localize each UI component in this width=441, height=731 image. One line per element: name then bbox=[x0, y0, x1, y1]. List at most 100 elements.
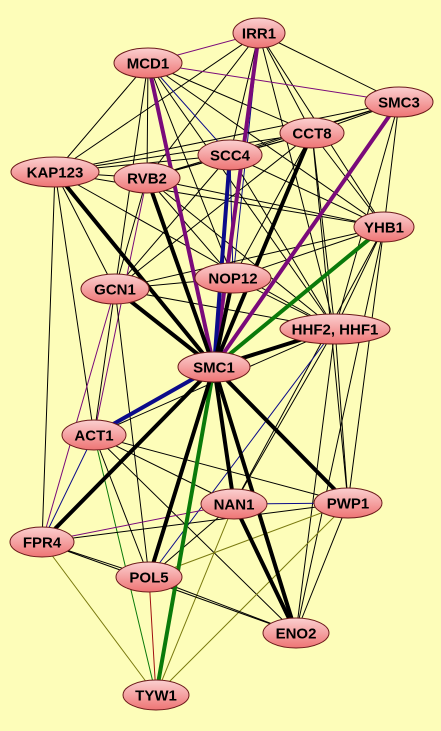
edge-mcd1-kap123 bbox=[54, 62, 149, 173]
edge-smc1-fpr4 bbox=[40, 365, 216, 544]
edge-scc4-nop12 bbox=[229, 154, 234, 279]
edge-act1-nan1 bbox=[93, 434, 235, 505]
node-cct8[interactable]: CCT8 bbox=[279, 117, 345, 149]
node-label: POL5 bbox=[129, 570, 168, 587]
edge-smc1-cct8 bbox=[212, 131, 314, 369]
edge-smc1-scc4 bbox=[212, 153, 232, 369]
edge-yhb1-hhf2 bbox=[334, 226, 385, 330]
node-rvb2[interactable]: RVB2 bbox=[113, 162, 181, 194]
edge-cct8-yhb1 bbox=[311, 132, 385, 228]
node-ellipse bbox=[113, 162, 181, 194]
node-label: RVB2 bbox=[127, 171, 167, 188]
node-scc4[interactable]: SCC4 bbox=[197, 139, 263, 171]
edge-nan1-fpr4 bbox=[41, 503, 235, 543]
node-pwp1[interactable]: PWP1 bbox=[313, 487, 383, 519]
node-act1[interactable]: ACT1 bbox=[61, 419, 127, 451]
node-ellipse bbox=[197, 139, 263, 171]
edge-hhf2-eno2 bbox=[295, 328, 336, 634]
edge-act1-pol5 bbox=[93, 434, 150, 578]
node-ellipse bbox=[313, 487, 383, 519]
edge-yhb1-nan1 bbox=[233, 226, 385, 505]
edge-rvb2-act1 bbox=[93, 177, 148, 436]
edge-hhf2-nan1 bbox=[233, 328, 336, 505]
edge-smc1-pol5 bbox=[147, 365, 216, 579]
edge-smc1-tyw1 bbox=[154, 365, 216, 697]
edge-smc1-irr1 bbox=[212, 31, 261, 369]
node-label: ENO2 bbox=[276, 626, 317, 643]
node-hhf2[interactable]: HHF2, HHF1 bbox=[279, 313, 391, 345]
node-irr1[interactable]: IRR1 bbox=[232, 17, 286, 49]
node-ellipse bbox=[122, 679, 190, 711]
edge-smc1-mcd1 bbox=[146, 61, 216, 369]
node-smc1[interactable]: SMC1 bbox=[177, 351, 251, 383]
node-fpr4[interactable]: FPR4 bbox=[9, 526, 75, 558]
edge-act1-fpr4 bbox=[41, 434, 95, 543]
edge-pol5-tyw1 bbox=[148, 576, 157, 696]
edge-kap123-hhf2 bbox=[54, 171, 336, 330]
edge-act1-eno2 bbox=[93, 434, 297, 634]
node-ellipse bbox=[279, 117, 345, 149]
edge-cct8-gcn1 bbox=[114, 132, 313, 290]
edge-irr1-rvb2 bbox=[146, 32, 260, 179]
edge-smc1-pwp1 bbox=[212, 365, 350, 505]
edge-smc1-nan1 bbox=[212, 365, 236, 506]
edge-scc4-hhf2 bbox=[229, 154, 336, 330]
edge-cct8-kap123 bbox=[54, 132, 313, 173]
edge-smc1-yhb1 bbox=[212, 225, 386, 369]
node-ellipse bbox=[262, 617, 330, 649]
edge-smc3-rvb2 bbox=[146, 101, 400, 179]
edge-smc3-yhb1 bbox=[383, 101, 400, 228]
node-label: NOP12 bbox=[208, 271, 257, 288]
node-ellipse bbox=[353, 211, 415, 243]
node-ellipse bbox=[113, 47, 183, 79]
node-gcn1[interactable]: GCN1 bbox=[80, 273, 150, 305]
edge-rvb2-nop12 bbox=[146, 177, 234, 279]
edge-cct8-hhf2 bbox=[311, 132, 336, 330]
edge-nan1-eno2 bbox=[232, 502, 298, 635]
edge-fpr4-tyw1 bbox=[41, 541, 157, 696]
edge-yhb1-eno2 bbox=[295, 226, 385, 634]
node-nan1[interactable]: NAN1 bbox=[200, 488, 268, 520]
node-kap123[interactable]: KAP123 bbox=[10, 156, 100, 188]
node-tyw1[interactable]: TYW1 bbox=[122, 679, 190, 711]
node-label: PWP1 bbox=[327, 496, 370, 513]
edge-pwp1-eno2 bbox=[295, 502, 349, 634]
edge-nan1-tyw1 bbox=[155, 503, 235, 696]
edge-mcd1-cct8 bbox=[147, 62, 313, 134]
node-label: CCT8 bbox=[292, 126, 331, 143]
edge-smc1-smc3 bbox=[212, 100, 401, 369]
edge-rvb2-yhb1 bbox=[146, 177, 385, 228]
node-ellipse bbox=[232, 17, 286, 49]
node-label: FPR4 bbox=[23, 535, 62, 552]
node-ellipse bbox=[9, 526, 75, 558]
edge-gcn1-act1 bbox=[93, 288, 116, 436]
edge-kap123-fpr4 bbox=[41, 171, 56, 543]
edge-smc1-kap123 bbox=[53, 170, 216, 369]
node-label: SCC4 bbox=[210, 148, 251, 165]
node-label: YHB1 bbox=[364, 220, 404, 237]
node-nop12[interactable]: NOP12 bbox=[194, 262, 272, 294]
node-label: MCD1 bbox=[127, 56, 170, 73]
edge-pwp1-pol5 bbox=[148, 502, 349, 578]
node-ellipse bbox=[10, 156, 100, 188]
node-yhb1[interactable]: YHB1 bbox=[353, 211, 415, 243]
node-ellipse bbox=[80, 273, 150, 305]
edges-layer bbox=[40, 31, 401, 697]
node-label: SMC3 bbox=[378, 95, 420, 112]
edge-rvb2-gcn1 bbox=[114, 177, 148, 290]
node-eno2[interactable]: ENO2 bbox=[262, 617, 330, 649]
edge-mcd1-hhf2 bbox=[147, 62, 336, 330]
edge-mcd1-smc3 bbox=[147, 62, 400, 103]
node-ellipse bbox=[200, 488, 268, 520]
edge-hhf2-pwp1 bbox=[334, 328, 349, 504]
edge-gcn1-fpr4 bbox=[41, 288, 116, 543]
edge-irr1-cct8 bbox=[258, 32, 313, 134]
edge-cct8-nop12 bbox=[232, 132, 313, 279]
edge-kap123-act1 bbox=[54, 171, 95, 436]
node-smc3[interactable]: SMC3 bbox=[364, 86, 434, 118]
node-pol5[interactable]: POL5 bbox=[115, 561, 183, 593]
node-mcd1[interactable]: MCD1 bbox=[113, 47, 183, 79]
edge-irr1-scc4 bbox=[229, 32, 260, 156]
